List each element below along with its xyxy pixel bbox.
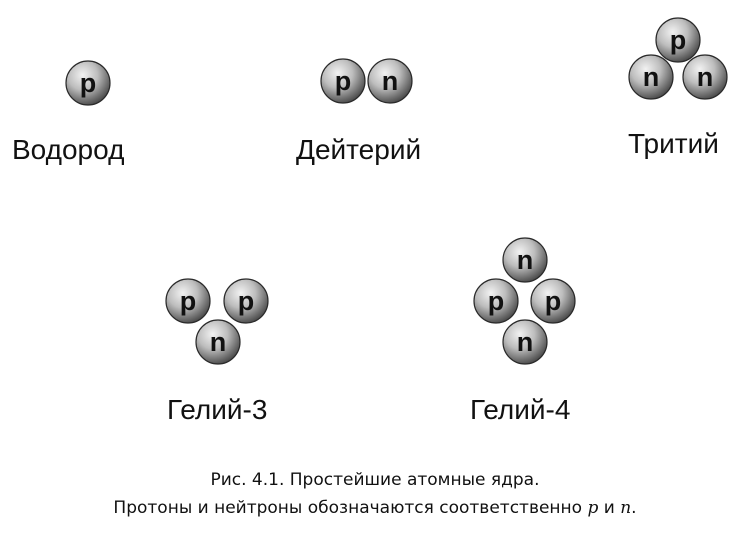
caption-conjunction: и (598, 498, 621, 518)
label-hydrogen: Водород (12, 134, 125, 165)
tritium-nucleus: pn n (628, 17, 728, 100)
helium-3-nucleus: p pn (165, 278, 269, 365)
neutron-letter: n (517, 327, 534, 357)
neutron-ball (367, 58, 413, 104)
proton-letter: p (180, 286, 197, 316)
neutron-ball (502, 237, 548, 283)
proton-ball (655, 17, 701, 63)
neutron-letter: n (697, 62, 714, 92)
proton-letter: p (80, 68, 97, 98)
proton-ball (320, 58, 366, 104)
proton-letter: p (238, 286, 255, 316)
proton-letter: p (488, 286, 505, 316)
label-deuterium: Дейтерий (296, 134, 422, 165)
neutron-ball (195, 319, 241, 365)
proton-ball (165, 278, 211, 324)
proton-ball (65, 60, 111, 106)
neutron-letter: n (643, 62, 660, 92)
neutron-letter: n (210, 327, 227, 357)
proton-ball (473, 278, 519, 324)
caption-period: . (631, 498, 637, 518)
neutron-ball (502, 319, 548, 365)
neutron-letter: n (382, 66, 399, 96)
neutron-ball (628, 54, 674, 100)
neutron-symbol: n (620, 498, 632, 518)
proton-letter: p (545, 286, 562, 316)
proton-ball (530, 278, 576, 324)
proton-symbol: p (587, 498, 599, 518)
label-tritium: Тритий (628, 128, 719, 159)
caption-line-1: Рис. 4.1. Простейшие атомные ядра. (210, 470, 540, 490)
neutron-letter: n (517, 245, 534, 275)
caption-text: Протоны и нейтроны обозначаются соответс… (113, 498, 588, 518)
hydrogen-nucleus: p (65, 60, 111, 106)
proton-ball (223, 278, 269, 324)
caption-line-2: Протоны и нейтроны обозначаются соответс… (0, 498, 750, 518)
proton-letter: p (670, 25, 687, 55)
label-helium-3: Гелий-3 (167, 394, 268, 425)
helium-4-nucleus: np pn (473, 237, 576, 365)
label-helium-4: Гелий-4 (470, 394, 571, 425)
neutron-ball (682, 54, 728, 100)
proton-letter: p (335, 66, 352, 96)
